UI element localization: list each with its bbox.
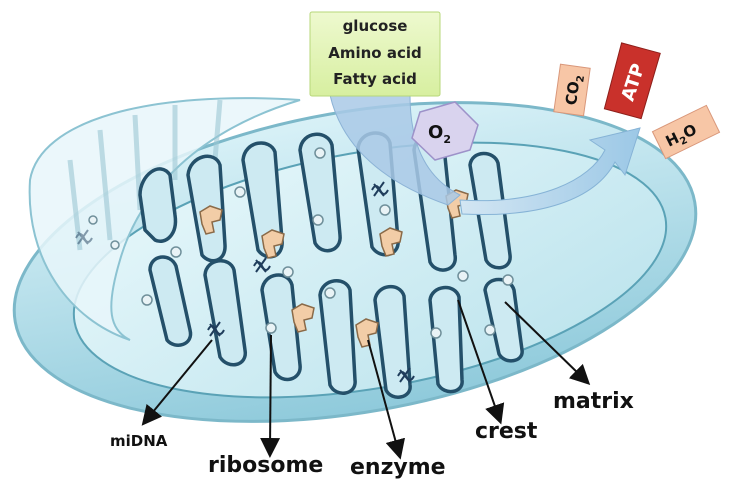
ribosome-dot — [265, 322, 277, 334]
input-item-amino-acid: Amino acid — [328, 44, 421, 62]
oxygen-badge: O2 — [411, 101, 479, 161]
oxygen-symbol: O — [428, 122, 443, 143]
ribosomes — [88, 147, 514, 339]
pointer-enzyme — [367, 339, 406, 460]
enzyme-blob — [355, 318, 379, 348]
ribosome-dot — [457, 270, 469, 282]
co2-subscript: 2 — [575, 75, 587, 83]
ribosome-dot — [234, 186, 246, 198]
midna-coil — [253, 257, 271, 273]
pointer-midna — [141, 339, 213, 426]
crest-fold — [483, 277, 524, 363]
output-flow-arrow — [459, 127, 641, 216]
atp-tag: ATP — [603, 42, 661, 120]
ribosome-dot — [379, 204, 391, 216]
enzyme-blob — [199, 205, 223, 235]
input-item-fatty-acid: Fatty acid — [333, 70, 417, 88]
pointer-lines — [141, 299, 591, 460]
crest-fold — [148, 255, 193, 347]
ribosome-dot — [312, 214, 324, 226]
pointer-crest — [457, 299, 505, 425]
label-crest: crest — [475, 419, 538, 444]
label-enzyme: enzyme — [350, 455, 446, 480]
ribosome-dot — [141, 294, 153, 306]
ribosome-dot — [502, 274, 514, 286]
pointer-ribosome — [260, 334, 281, 458]
pointer-matrix — [504, 301, 591, 385]
ribosome-dot — [110, 240, 120, 250]
label-matrix: matrix — [553, 389, 634, 414]
ribosome-dot — [314, 147, 326, 159]
enzyme-blob — [291, 303, 315, 333]
crest-fold — [203, 259, 247, 367]
h2o-subscript: 2 — [678, 135, 689, 148]
nutrient-input-box: glucose Amino acid Fatty acid — [309, 11, 441, 97]
midna-coil — [75, 229, 93, 245]
crest-fold — [428, 285, 464, 394]
svg-text:O2: O2 — [428, 122, 451, 146]
co2-tag: CO2 — [553, 63, 591, 117]
label-ribosome: ribosome — [208, 453, 323, 478]
svg-text:CO2: CO2 — [562, 73, 587, 106]
midna-coils — [75, 181, 415, 383]
co2-symbol: CO — [562, 80, 583, 106]
midna-coil — [371, 181, 389, 197]
midna-coil — [207, 321, 225, 337]
crest-fold — [260, 273, 302, 382]
crest-fold — [138, 167, 178, 243]
ribosome-dot — [88, 215, 98, 225]
cristae — [138, 131, 524, 399]
oxygen-subscript: 2 — [443, 133, 451, 146]
midna-coil — [397, 367, 415, 383]
crest-fold — [373, 285, 412, 399]
h2o-tag: H2O — [651, 104, 721, 160]
ribosome-dot — [484, 324, 496, 336]
ribosome-dot — [170, 246, 182, 258]
label-midna: miDNA — [110, 432, 168, 450]
ribosome-dot — [324, 287, 336, 299]
crest-fold — [298, 132, 342, 253]
enzyme-blob — [261, 229, 285, 259]
ribosome-dot — [282, 266, 294, 278]
enzyme-blob — [379, 227, 403, 257]
input-item-glucose: glucose — [343, 17, 408, 35]
ribosome-dot — [430, 327, 442, 339]
crest-fold — [318, 279, 357, 395]
